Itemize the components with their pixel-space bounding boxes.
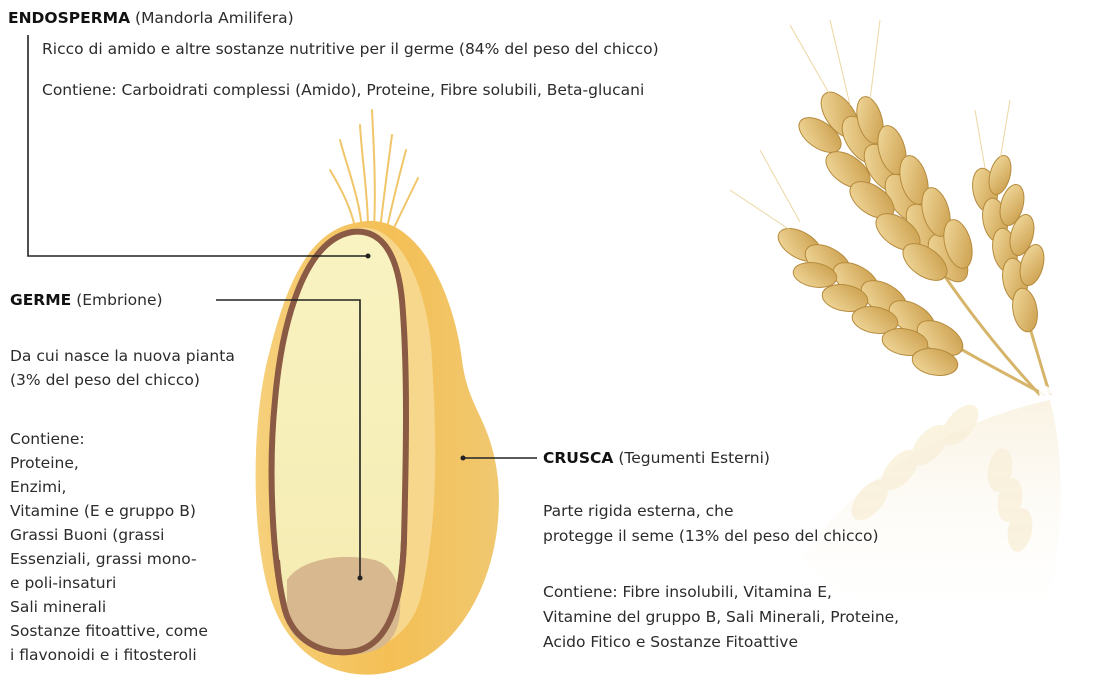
crusca-name: CRUSCA bbox=[543, 449, 613, 467]
endosperma-subtitle: (Mandorla Amilifera) bbox=[135, 9, 294, 27]
germe-contents-line: Vitamine (E e gruppo B) bbox=[10, 500, 196, 522]
crusca-description-line-2: protegge il seme (13% del peso del chicc… bbox=[543, 525, 879, 547]
crusca-heading: CRUSCA (Tegumenti Esterni) bbox=[543, 447, 770, 469]
germe-contents-line: Sostanze fitoattive, come bbox=[10, 620, 208, 642]
wheat-reflection bbox=[800, 398, 1061, 640]
germe-heading: GERME (Embrione) bbox=[10, 289, 163, 311]
germe-description-line-1: Da cui nasce la nuova pianta bbox=[10, 345, 235, 367]
germe-name: GERME bbox=[10, 291, 71, 309]
germe-description-line-2: (3% del peso del chicco) bbox=[10, 369, 200, 391]
wheat-ears-illustration bbox=[730, 20, 1051, 398]
crusca-description-line-1: Parte rigida esterna, che bbox=[543, 500, 734, 522]
germe-contents-line: Contiene: bbox=[10, 428, 85, 450]
endosperma-name: ENDOSPERMA bbox=[8, 9, 130, 27]
endosperma-description: Ricco di amido e altre sostanze nutritiv… bbox=[42, 38, 659, 60]
crusca-contents-line: Vitamine del gruppo B, Sali Minerali, Pr… bbox=[543, 606, 899, 628]
germe-contents-line: Proteine, bbox=[10, 452, 79, 474]
crusca-subtitle: (Tegumenti Esterni) bbox=[618, 449, 770, 467]
crusca-contents-line: Contiene: Fibre insolubili, Vitamina E, bbox=[543, 581, 832, 603]
crusca-contents-line: Acido Fitico e Sostanze Fitoattive bbox=[543, 631, 798, 653]
grain-hairs bbox=[330, 110, 418, 234]
endosperma-heading: ENDOSPERMA (Mandorla Amilifera) bbox=[8, 7, 294, 29]
germe-contents-line: Essenziali, grassi mono- bbox=[10, 548, 197, 570]
germe-contents-line: Sali minerali bbox=[10, 596, 106, 618]
endosperma-contents: Contiene: Carboidrati complessi (Amido),… bbox=[42, 79, 644, 101]
germe-subtitle: (Embrione) bbox=[76, 291, 162, 309]
germe-contents-line: Enzimi, bbox=[10, 476, 66, 498]
germe-contents-line: i flavonoidi e i fitosteroli bbox=[10, 644, 197, 666]
germe-contents-line: e poli-insaturi bbox=[10, 572, 116, 594]
germe-contents-line: Grassi Buoni (grassi bbox=[10, 524, 164, 546]
